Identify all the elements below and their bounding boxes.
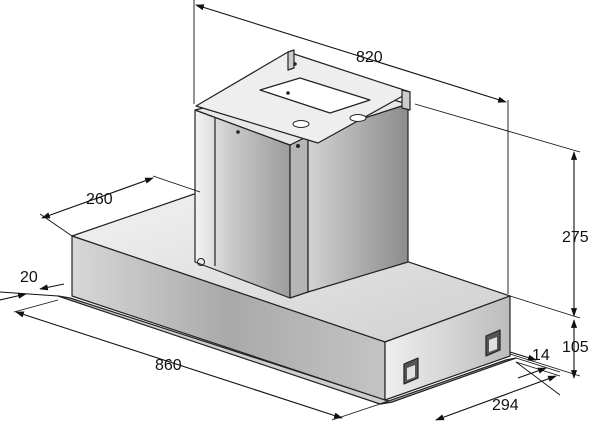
dim-line-820 [195,4,507,103]
label-14: 14 [532,347,550,364]
label-275: 275 [562,229,589,246]
dim-line-20-right [39,283,65,291]
dim-line-294 [435,375,557,421]
label-105: 105 [562,339,589,356]
dim-line-260 [41,177,154,219]
control-switch-right [485,329,501,357]
label-20: 20 [20,269,38,286]
dimension-lines [0,4,578,421]
label-820: 820 [356,49,383,66]
extension-lines [0,0,581,421]
label-294: 294 [492,397,519,414]
dimension-labels: 820 260 275 20 860 105 14 294 [20,49,589,414]
dim-line-860 [15,311,343,419]
dim-line-20-left [0,292,27,301]
chimney-corner [289,135,309,299]
dim-line-14-top [509,351,537,361]
control-switch-left [403,357,419,385]
label-860: 860 [155,357,182,374]
label-260: 260 [86,191,113,208]
dim-line-14-bottom [517,367,547,379]
